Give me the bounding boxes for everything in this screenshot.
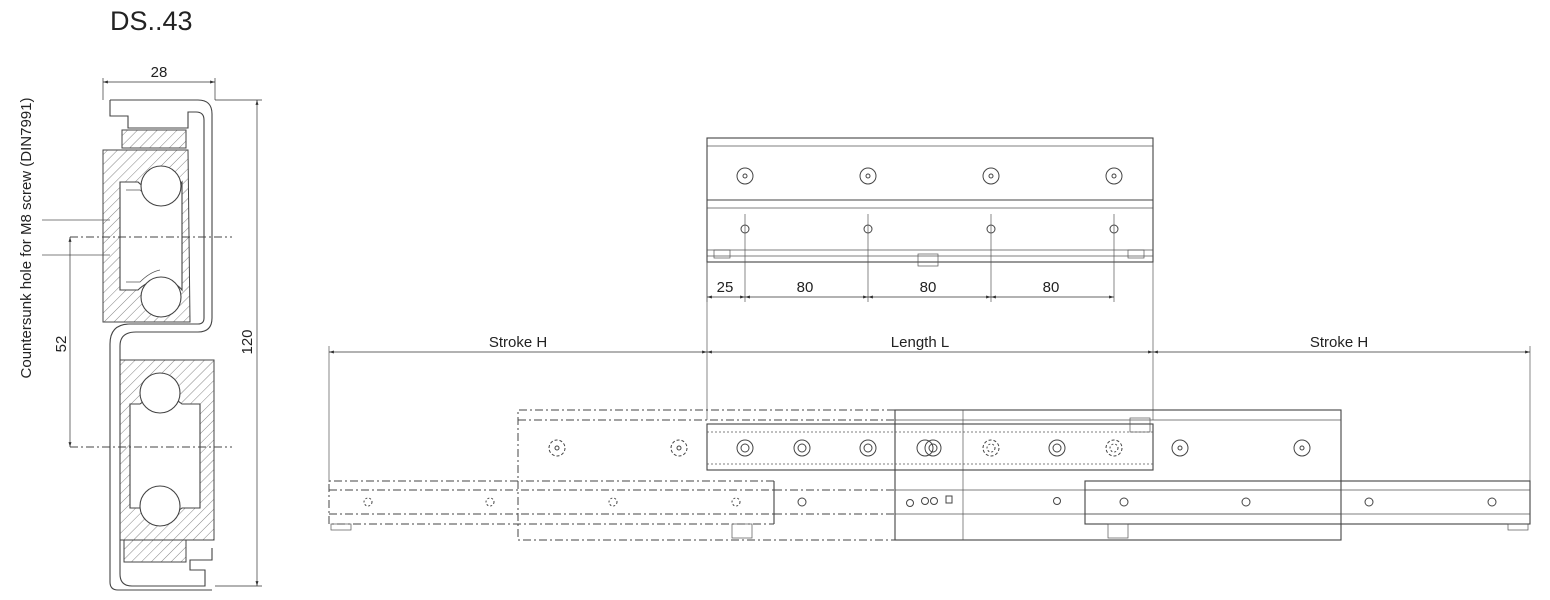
front-view-assembly xyxy=(328,409,1531,541)
outer-profile xyxy=(110,99,213,587)
bearing-ball xyxy=(139,485,181,527)
dim-pitch-52: 52 xyxy=(53,336,70,353)
mounting-hole xyxy=(982,167,1000,185)
countersink-note: Countersunk hole for M8 screw (DIN7991) xyxy=(18,98,35,379)
mounting-hole xyxy=(859,167,877,185)
drawing-title: DS..43 xyxy=(110,6,193,36)
bearing-ball xyxy=(140,276,182,318)
label-stroke-left: Stroke H xyxy=(489,334,547,351)
bearing-ball xyxy=(140,165,182,207)
bearing-ball xyxy=(139,372,181,414)
dim-spacing-2: 80 xyxy=(920,279,937,296)
stroke-length-dimensions xyxy=(328,262,1531,482)
dim-spacing-3: 80 xyxy=(1043,279,1060,296)
dim-spacing-0: 25 xyxy=(717,279,734,296)
top-view-plate xyxy=(706,137,1154,302)
dim-height-120: 120 xyxy=(239,329,256,354)
label-stroke-right: Stroke H xyxy=(1310,334,1368,351)
dim-width-28: 28 xyxy=(151,64,168,81)
dim-spacing-1: 80 xyxy=(797,279,814,296)
mounting-hole xyxy=(736,167,754,185)
label-length: Length L xyxy=(891,334,949,351)
cross-section-view xyxy=(42,78,262,591)
mounting-hole xyxy=(1105,167,1123,185)
